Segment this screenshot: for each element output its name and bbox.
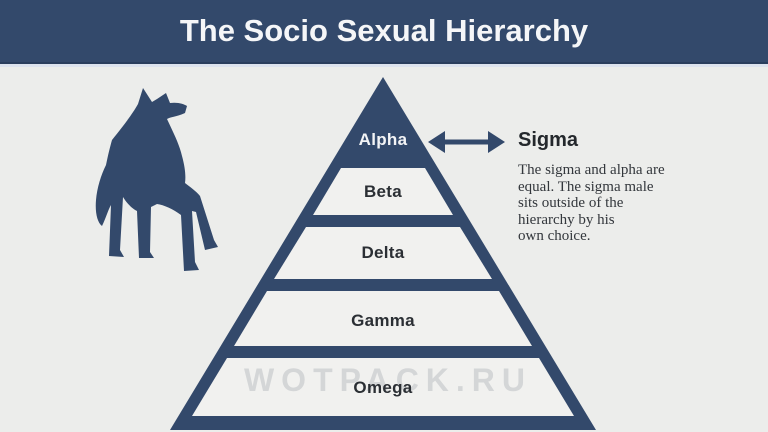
header: The Socio Sexual Hierarchy — [0, 0, 768, 64]
sigma-description-line: own choice. — [518, 228, 591, 244]
sigma-description-line: hierarchy by his — [518, 211, 615, 228]
wolf-icon — [95, 88, 218, 271]
sigma-title: Sigma — [518, 129, 579, 151]
watermark: WOTPACK.RU — [243, 362, 533, 398]
pyramid-level-label-beta: Beta — [363, 182, 403, 201]
page-title: The Socio Sexual Hierarchy — [179, 13, 589, 48]
pyramid-band-beta — [313, 168, 453, 215]
pyramid-band-gamma — [234, 291, 532, 346]
pyramid-band-omega — [192, 358, 574, 416]
pyramid-level-label-alpha: Alpha — [358, 130, 408, 149]
sigma-description-line: The sigma and alpha are — [518, 162, 665, 178]
sigma-annotation: Sigma The sigma and alpha are equal. The… — [518, 129, 738, 245]
double-arrow-icon — [428, 131, 505, 153]
sigma-description-line: equal. The sigma male — [518, 178, 654, 195]
pyramid-level-label-omega: Omega — [353, 378, 413, 397]
header-divider — [0, 64, 768, 67]
pyramid-band-delta — [274, 227, 492, 279]
sigma-description: The sigma and alpha are equal. The sigma… — [518, 162, 738, 245]
pyramid-level-label-delta: Delta — [361, 243, 405, 262]
sigma-description-line: sits outside of the — [518, 195, 624, 211]
pyramid-level-label-gamma: Gamma — [351, 311, 415, 330]
